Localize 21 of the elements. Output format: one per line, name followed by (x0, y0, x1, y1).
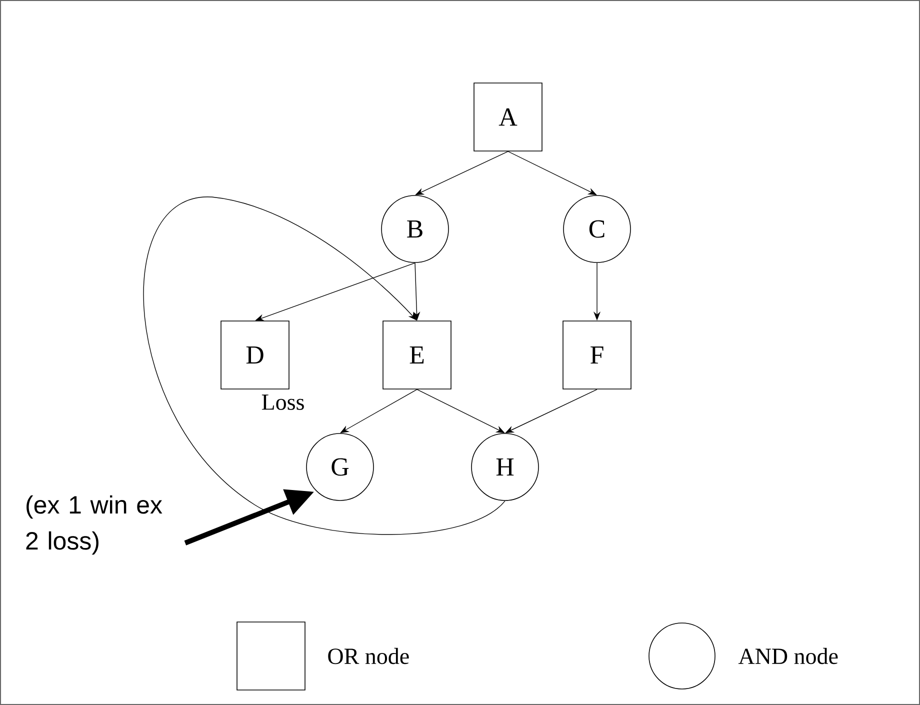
node-label: D (246, 346, 264, 364)
legend-label: OR node (328, 648, 409, 664)
node-label: A (498, 108, 518, 126)
and-node-circle (563, 195, 631, 263)
curved-arrow (143, 196, 506, 535)
node-label: H (496, 458, 514, 476)
node-label: F (590, 346, 604, 364)
node-label: C (589, 220, 604, 238)
node-caption: Loss (262, 394, 304, 410)
or-node-box (382, 320, 452, 390)
legend-label: AND node (738, 648, 838, 664)
or-node-box (562, 320, 632, 390)
and-node-circle (306, 433, 374, 501)
node-label: B (407, 220, 422, 238)
annotation-text: (ex 1 win ex 2 loss) (26, 495, 162, 555)
or-node-box (474, 82, 542, 152)
node-label: G (332, 458, 349, 476)
node-label: E (410, 346, 424, 364)
and-node-circle (471, 433, 539, 501)
or-node-box (220, 320, 290, 390)
and-node-circle (381, 195, 449, 263)
